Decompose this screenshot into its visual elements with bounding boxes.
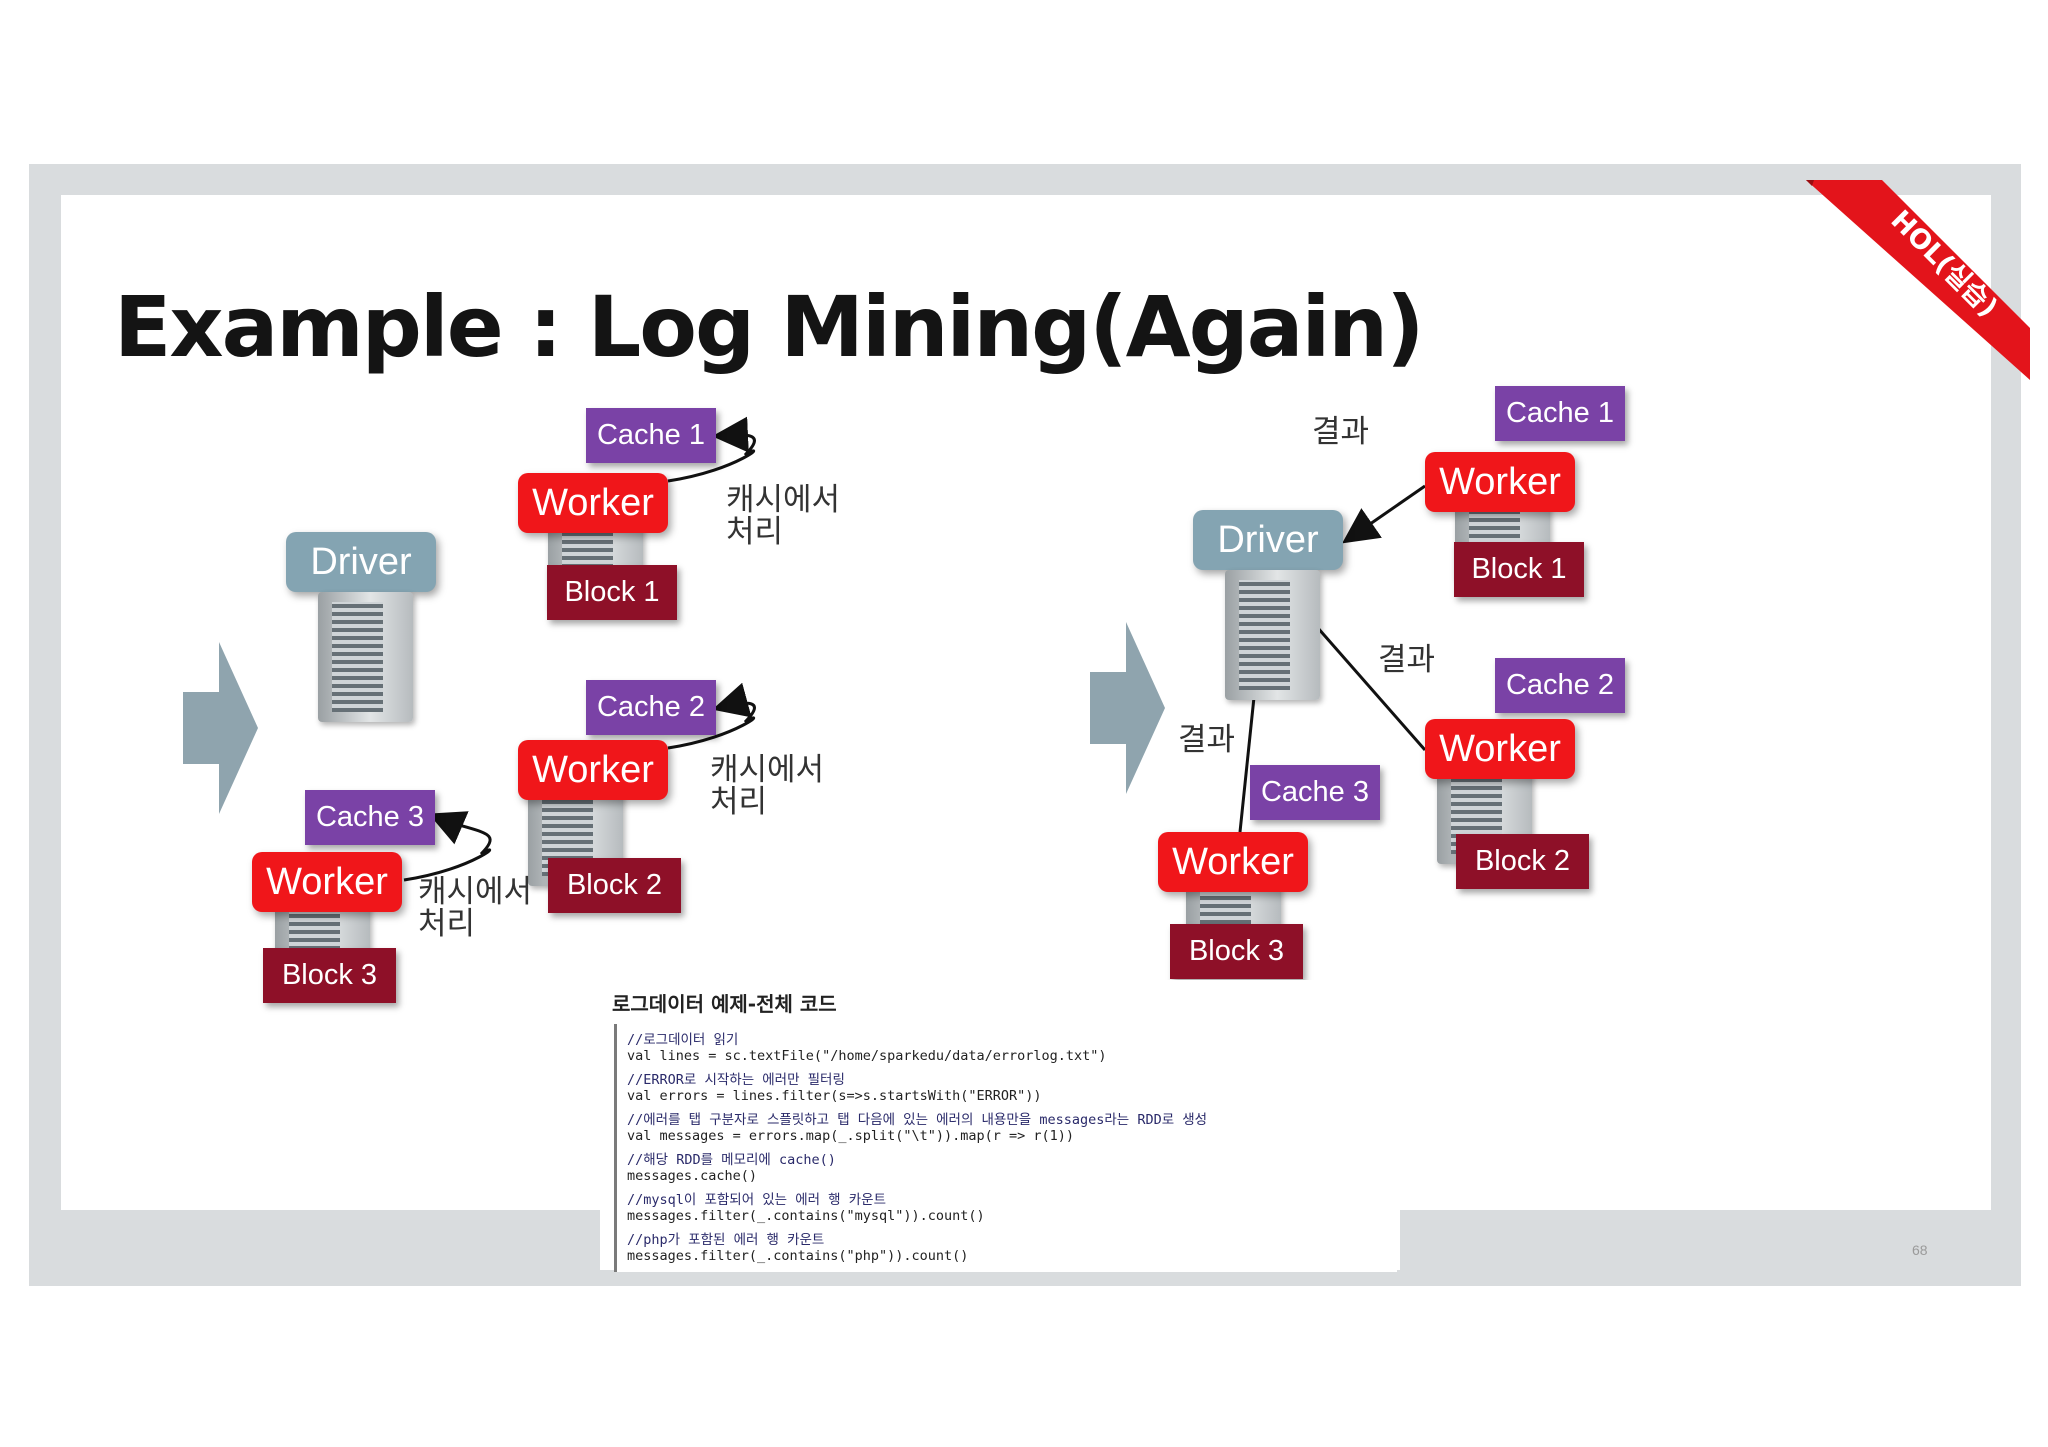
left-transition-arrow-icon — [183, 642, 258, 814]
code-line: //해당 RDD를 메모리에 cache() — [627, 1152, 836, 1168]
right-worker-3: Worker — [1158, 832, 1308, 892]
left-worker-1: Worker — [518, 473, 668, 533]
worker1-to-driver-arrow — [1342, 484, 1426, 544]
cache1-loop-arrow — [667, 416, 756, 483]
right-worker-1: Worker — [1425, 452, 1575, 512]
left-cache-1: Cache 1 — [586, 408, 716, 463]
right-result-label-2: 결과 — [1378, 642, 1436, 678]
left-worker-3: Worker — [252, 852, 402, 912]
page-number: 68 — [1912, 1242, 1928, 1258]
right-block-1: Block 1 — [1454, 542, 1584, 597]
left-worker-2: Worker — [518, 740, 668, 800]
right-block-3: Block 3 — [1170, 924, 1303, 979]
code-line: messages.cache() — [627, 1168, 758, 1184]
left-cache-3: Cache 3 — [305, 790, 435, 845]
cache2-loop-arrow — [667, 682, 756, 750]
code-block: //로그데이터 읽기 val lines = sc.textFile("/hom… — [614, 1024, 1397, 1272]
code-title: 로그데이터 예제-전체 코드 — [612, 992, 837, 1016]
right-transition-arrow-icon — [1090, 622, 1165, 794]
left-note-3-line2: 처리 — [418, 906, 476, 942]
left-driver: Driver — [286, 532, 436, 592]
left-note-3-line1: 캐시에서 — [418, 874, 533, 910]
left-driver-server-icon — [318, 592, 413, 722]
left-note-2-line2: 처리 — [710, 784, 768, 820]
code-line: //에러를 탭 구분자로 스플릿하고 탭 다음에 있는 에러의 내용만을 mes… — [627, 1112, 1208, 1128]
right-worker-2: Worker — [1425, 719, 1575, 779]
right-cache-3: Cache 3 — [1250, 765, 1380, 820]
left-note-1-line2: 처리 — [726, 514, 784, 550]
code-line: //로그데이터 읽기 — [627, 1032, 739, 1048]
left-block-1: Block 1 — [547, 565, 677, 620]
left-note-1-line1: 캐시에서 — [726, 482, 841, 518]
code-line: val lines = sc.textFile("/home/sparkedu/… — [627, 1048, 1107, 1064]
right-cache-2: Cache 2 — [1495, 658, 1625, 713]
code-line: val messages = errors.map(_.split("\t"))… — [627, 1128, 1075, 1144]
right-result-label-1: 결과 — [1312, 414, 1370, 450]
hol-ribbon: HOL(실습) — [1790, 180, 2030, 380]
left-cache-2: Cache 2 — [586, 680, 716, 735]
right-driver-server-icon — [1225, 570, 1320, 700]
right-block-2: Block 2 — [1456, 834, 1589, 889]
left-block-2: Block 2 — [548, 858, 681, 913]
code-line: val errors = lines.filter(s=>s.startsWit… — [627, 1088, 1042, 1104]
code-line: //ERROR로 시작하는 에러만 필터링 — [627, 1072, 845, 1088]
right-cache-1: Cache 1 — [1495, 386, 1625, 441]
cache3-loop-arrow — [403, 811, 492, 882]
code-line: messages.filter(_.contains("mysql")).cou… — [627, 1208, 985, 1224]
left-block-3: Block 3 — [263, 948, 396, 1003]
right-driver: Driver — [1193, 510, 1343, 570]
left-note-2-line1: 캐시에서 — [710, 752, 825, 788]
code-line: //php가 포함된 에러 행 카운트 — [627, 1232, 825, 1248]
slide-title: Example : Log Mining(Again) — [114, 278, 1424, 376]
code-line: //mysql이 포함되어 있는 에러 행 카운트 — [627, 1192, 886, 1208]
right-result-label-3: 결과 — [1178, 722, 1236, 758]
code-line: messages.filter(_.contains("php")).count… — [627, 1248, 969, 1264]
